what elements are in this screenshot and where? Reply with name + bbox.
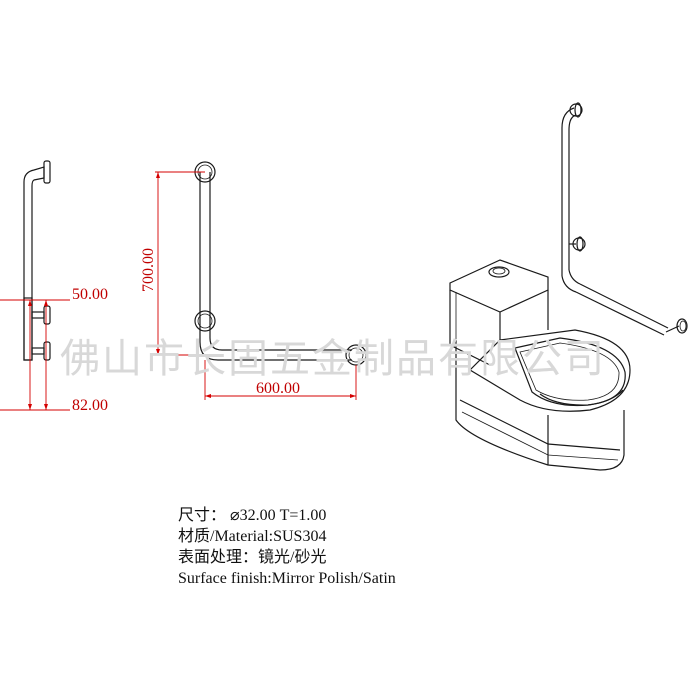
spec-finish-en: Surface finish:Mirror Polish/Satin [178, 570, 396, 587]
offset-a-label: 50.00 [72, 286, 108, 303]
toilet-illustration [449, 102, 688, 471]
spec-material: 材质/Material:SUS304 [178, 528, 327, 545]
front-view: 700.00 600.00 [140, 161, 367, 400]
watermark-text: 佛山市长固五金制品有限公司 [60, 336, 606, 382]
offset-b-label: 82.00 [72, 397, 108, 414]
height-label: 700.00 [140, 248, 157, 292]
side-view: 50.00 82.00 [0, 160, 108, 414]
spec-block: 尺寸： ⌀32.00 T=1.00 材质/Material:SUS304 表面处… [178, 505, 396, 589]
length-label: 600.00 [256, 380, 300, 397]
spec-size: 尺寸： ⌀32.00 T=1.00 [178, 507, 327, 524]
spec-finish-cn: 表面处理：镜光/砂光 [178, 549, 327, 566]
